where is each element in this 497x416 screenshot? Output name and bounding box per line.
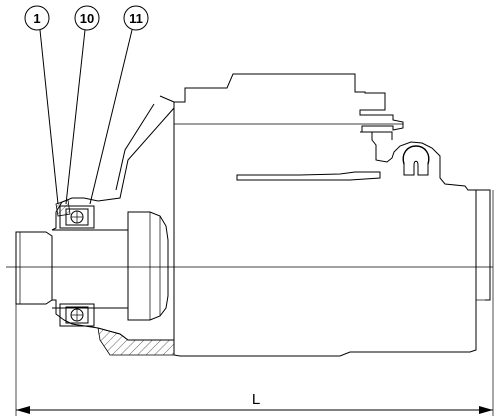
motor-housing: [173, 73, 491, 357]
dimension-L-label: L: [252, 391, 260, 408]
rotor-hub: [127, 211, 169, 321]
callout-10: 10: [65, 5, 100, 205]
callout-10-label: 10: [80, 11, 94, 26]
callout-11-label: 11: [129, 11, 143, 26]
callout-11: 11: [89, 5, 149, 205]
bearing-upper: [59, 205, 95, 229]
shaft: [15, 229, 129, 309]
dimension-L: L: [15, 190, 494, 416]
bearing-lower: [59, 303, 95, 327]
callout-1: 1: [24, 5, 59, 205]
callout-1-label: 1: [33, 11, 40, 26]
